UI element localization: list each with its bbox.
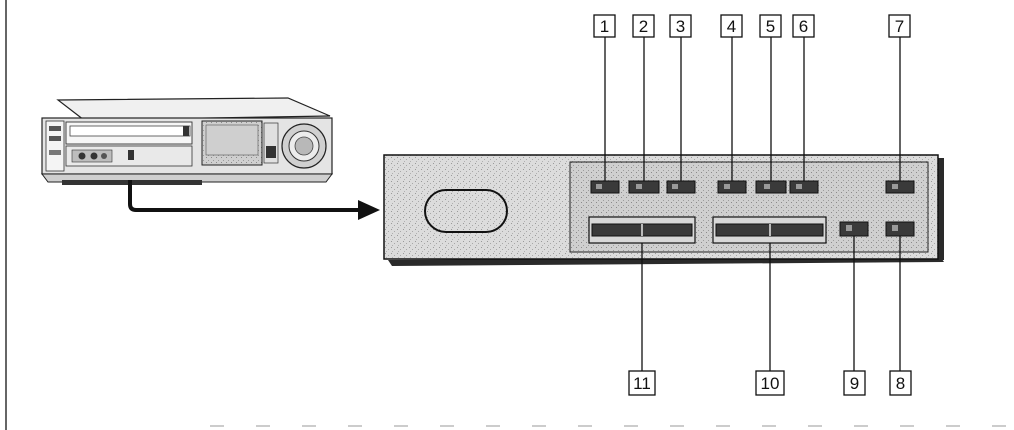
callout-2: 2: [632, 14, 655, 38]
leader-lines: [604, 37, 901, 371]
vcr-device-icon: [41, 97, 333, 185]
callout-1: 1: [593, 14, 616, 38]
panel-oval-window: [424, 189, 508, 233]
callout-label-3: 3: [676, 17, 685, 36]
callout-label-9: 9: [850, 374, 859, 393]
callout-8: 8: [889, 370, 912, 396]
panel-button-8: [885, 221, 915, 237]
callout-11: 11: [628, 370, 656, 396]
panel-button-9: [839, 221, 869, 237]
callout-label-1: 1: [600, 17, 609, 36]
connection-arrow-icon: [128, 180, 380, 220]
callout-6: 6: [792, 14, 815, 38]
panel-button-5: [755, 180, 787, 194]
callout-label-4: 4: [727, 17, 736, 36]
callout-10: 10: [755, 370, 785, 396]
callout-7: 7: [888, 14, 911, 38]
callout-label-7: 7: [895, 17, 904, 36]
panel-button-7: [885, 180, 915, 194]
callout-label-2: 2: [639, 17, 648, 36]
callout-label-8: 8: [896, 374, 905, 393]
callout-label-5: 5: [766, 17, 775, 36]
callout-label-11: 11: [633, 374, 651, 393]
remote-panel-icon: [383, 154, 944, 266]
callout-label-10: 10: [761, 374, 780, 393]
callout-label-6: 6: [799, 17, 808, 36]
callout-5: 5: [759, 14, 782, 38]
callout-3: 3: [669, 14, 692, 38]
panel-button-1: [590, 180, 620, 194]
callout-4: 4: [720, 14, 743, 38]
panel-button-4: [717, 180, 747, 194]
panel-button-6: [789, 180, 819, 194]
callout-9: 9: [843, 370, 866, 396]
panel-button-2: [628, 180, 660, 194]
panel-button-3: [666, 180, 696, 194]
